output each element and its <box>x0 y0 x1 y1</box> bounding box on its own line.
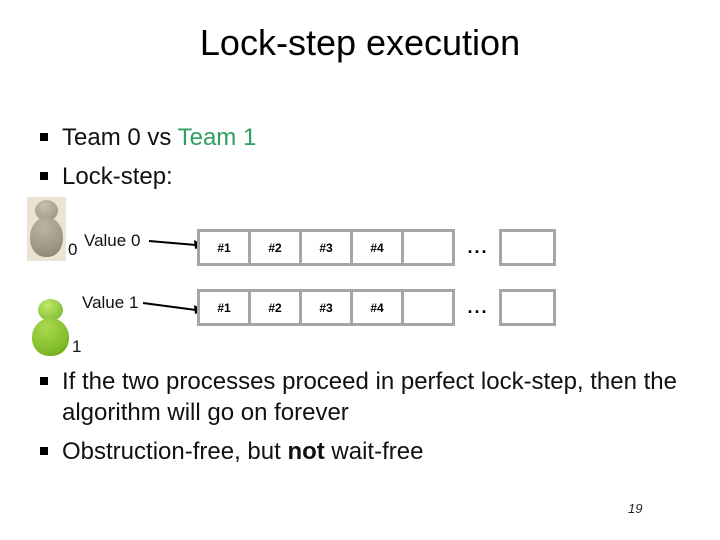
cell: #4 <box>353 292 404 323</box>
cell: #1 <box>200 232 251 263</box>
person-icon-green <box>29 299 73 357</box>
obstruction-after: wait-free <box>324 438 424 465</box>
bottom-bullet-list: If the two processes proceed in perfect … <box>40 366 688 475</box>
cell: #4 <box>353 232 404 263</box>
actor0-digit: 0 <box>68 240 78 259</box>
top-bullet-list: Team 0 vs Team 1 Lock-step: <box>40 122 680 200</box>
ellipsis-row0: ... <box>467 237 489 257</box>
bullet-square-icon <box>40 133 48 141</box>
arrow-right-icon <box>142 302 206 314</box>
value1-label: Value 1 <box>82 293 139 312</box>
cell: #2 <box>251 292 302 323</box>
person-green-head <box>38 299 63 321</box>
cell: #3 <box>302 232 353 263</box>
page-number: 19 <box>628 501 643 516</box>
bullet-lockstep-line: Lock-step: <box>40 161 680 192</box>
actor1-digit: 1 <box>72 337 82 356</box>
bullet-obstruction-free: Obstruction-free, but not wait-free <box>40 436 688 467</box>
team0-text: Team 0 vs <box>62 124 178 151</box>
tail-cell-row0 <box>499 229 556 266</box>
obstruction-bold-not: not <box>287 438 325 465</box>
team-line-text: Team 0 vs Team 1 <box>62 122 256 153</box>
ellipsis-row1: ... <box>467 297 489 317</box>
lockstep-forever-text: If the two processes proceed in perfect … <box>62 368 677 426</box>
team1-text: Team 1 <box>177 124 257 151</box>
slide-title: Lock-step execution <box>199 22 521 63</box>
cell: #2 <box>251 232 302 263</box>
bullet-square-icon <box>40 447 48 455</box>
arrow-right-icon <box>148 240 206 249</box>
tail-cell-row1 <box>499 289 556 326</box>
person-green-body <box>32 318 69 356</box>
value0-label: Value 0 <box>84 231 141 250</box>
bullet-lockstep-forever: If the two processes proceed in perfect … <box>40 366 688 428</box>
person-icon-gray <box>27 197 66 261</box>
cell <box>404 292 452 323</box>
cell: #1 <box>200 292 251 323</box>
bullet-team-line: Team 0 vs Team 1 <box>40 122 680 153</box>
obstruction-before: Obstruction-free, but <box>62 438 288 465</box>
value0-cell-strip: #1 #2 #3 #4 <box>197 229 455 266</box>
person-gray-body <box>30 217 63 257</box>
bullet-square-icon <box>40 377 48 385</box>
bullet-square-icon <box>40 172 48 180</box>
value1-cell-strip: #1 #2 #3 #4 <box>197 289 455 326</box>
lockstep-line-text: Lock-step: <box>62 163 173 190</box>
obstruction-free-text: Obstruction-free, but not wait-free <box>62 436 423 467</box>
cell <box>404 232 452 263</box>
person-gray-head <box>35 200 58 221</box>
cell: #3 <box>302 292 353 323</box>
